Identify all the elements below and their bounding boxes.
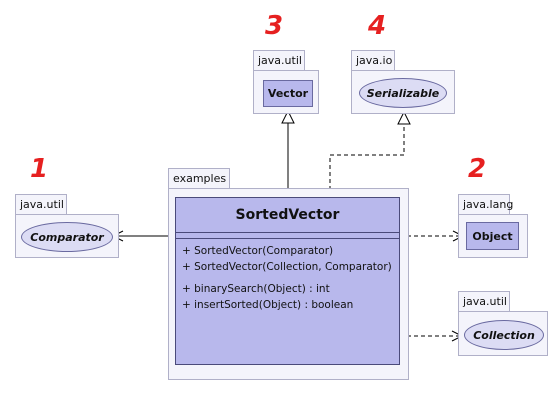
realization-serializable-arrowhead (397, 110, 411, 125)
collection-interface[interactable]: Collection (464, 320, 544, 350)
sorted-vector-class[interactable]: SortedVector + SortedVector(Comparator) … (175, 197, 400, 365)
attributes-compartment (176, 233, 399, 239)
package-tab-examples: examples (168, 168, 230, 189)
package-tab-java-util-vector: java.util (253, 50, 305, 71)
serializable-interface[interactable]: Serializable (359, 78, 447, 108)
object-class[interactable]: Object (466, 222, 519, 250)
comparator-interface[interactable]: Comparator (21, 222, 113, 252)
vector-class[interactable]: Vector (263, 80, 313, 107)
package-tab-java-util-comparator: java.util (15, 194, 67, 215)
operation-binary-search: + binarySearch(Object) : int (182, 283, 330, 295)
package-tab-java-util-collection: java.util (458, 291, 510, 312)
package-tab-java-io: java.io (351, 50, 395, 71)
callout-2: 2 (468, 154, 487, 184)
operation-insert-sorted: + insertSorted(Object) : boolean (182, 299, 354, 311)
operation-constructor-collection-comparator: + SortedVector(Collection, Comparator) (182, 261, 392, 273)
generalization-vector-arrowhead (281, 109, 295, 124)
operation-constructor-comparator: + SortedVector(Comparator) (182, 245, 334, 257)
callout-3: 3 (265, 11, 284, 41)
operations-compartment: + SortedVector(Comparator) + SortedVecto… (176, 239, 399, 313)
realization-serializable-line (329, 124, 405, 197)
callout-4: 4 (368, 11, 387, 41)
callout-1: 1 (30, 154, 49, 184)
package-tab-java-lang: java.lang (458, 194, 513, 215)
sorted-vector-class-name: SortedVector (176, 198, 399, 233)
